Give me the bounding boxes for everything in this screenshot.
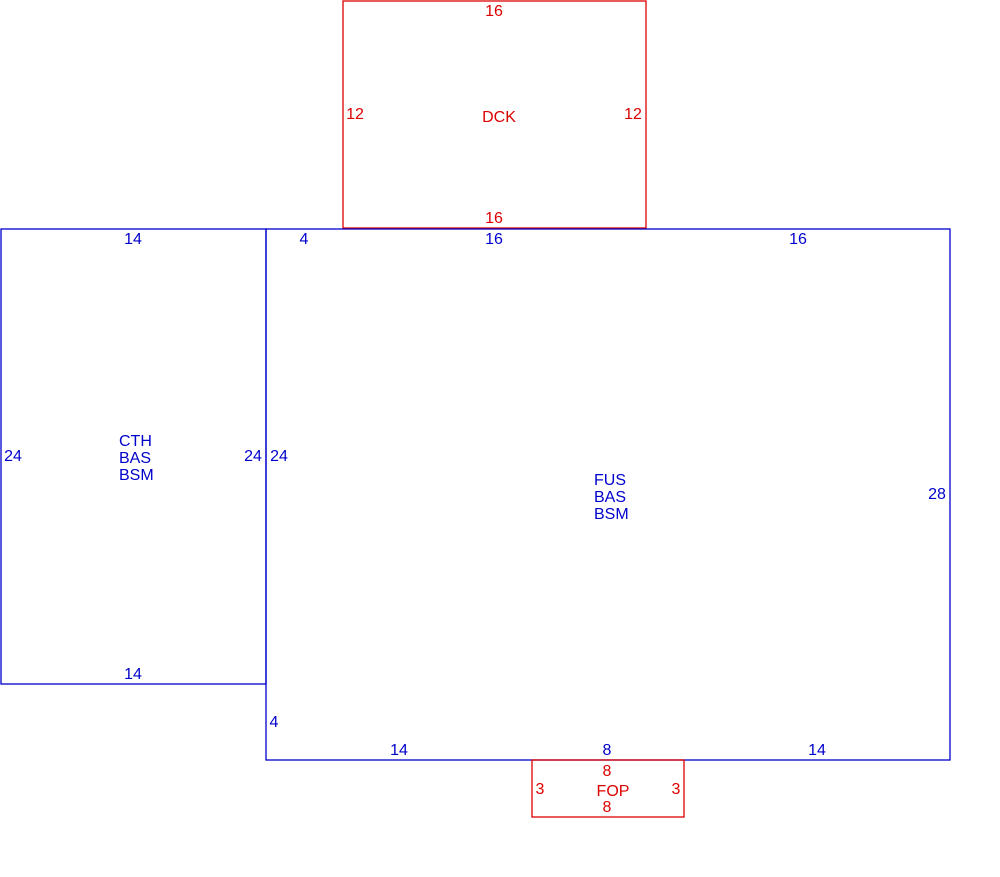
area-fop: FOP 8 8 3 3	[531, 759, 685, 818]
fus-dim-right: 28	[928, 486, 946, 503]
fus-dim-top-left: 4	[300, 231, 309, 248]
cth-label-3: BSM	[119, 467, 154, 484]
fus-dim-left-lower: 4	[270, 714, 279, 731]
fop-label: FOP	[597, 783, 630, 800]
fus-label-1: FUS	[594, 472, 626, 489]
area-cth: CTH BAS BSM 14 14 24 24	[0, 228, 267, 685]
dck-label: DCK	[482, 109, 516, 126]
dck-dim-bottom: 16	[485, 210, 503, 227]
fop-dim-top: 8	[603, 763, 612, 780]
dck-outline	[342, 0, 647, 229]
cth-label-1: CTH	[119, 433, 152, 450]
fop-outline	[531, 759, 685, 818]
fus-label-3: BSM	[594, 506, 629, 523]
fop-dim-right: 3	[672, 781, 681, 798]
cth-dim-left: 24	[4, 448, 22, 465]
cth-dim-top: 14	[124, 231, 142, 248]
fop-dim-left: 3	[536, 781, 545, 798]
fus-dim-top-mid: 16	[485, 231, 503, 248]
cth-dim-bottom: 14	[124, 666, 142, 683]
fus-dim-top-right: 16	[789, 231, 807, 248]
fus-dim-left-upper: 24	[270, 448, 288, 465]
dck-dim-right: 12	[624, 106, 642, 123]
cth-label-2: BAS	[119, 450, 151, 467]
fus-dim-bottom-right: 14	[808, 742, 826, 759]
fop-dim-bottom: 8	[603, 799, 612, 816]
cth-dim-right: 24	[244, 448, 262, 465]
area-dck: DCK 16 16 12 12	[342, 0, 647, 229]
dck-dim-top: 16	[485, 3, 503, 20]
fus-label-2: BAS	[594, 489, 626, 506]
fus-dim-bottom-left: 14	[390, 742, 408, 759]
fus-dim-bottom-mid: 8	[603, 742, 612, 759]
dck-dim-left: 12	[346, 106, 364, 123]
area-fus: FUS BAS BSM 4 16 16 24 4 28 14 8 14	[265, 228, 951, 761]
